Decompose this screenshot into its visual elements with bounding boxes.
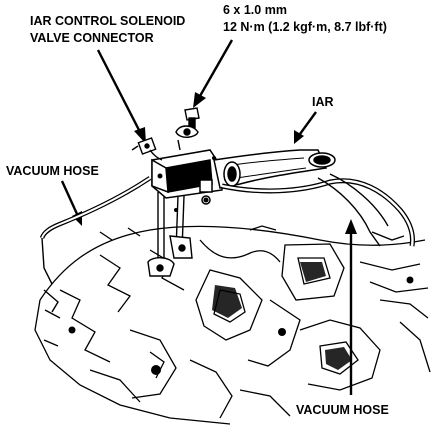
iar-valve-body xyxy=(151,149,223,205)
label-vacuum-hose-left: VACUUM HOSE xyxy=(6,164,99,178)
leader-arrows xyxy=(60,39,357,395)
label-bolt-torque: 12 N·m (1.2 kgf·m, 8.7 lbf·ft) xyxy=(223,20,387,34)
iar-bracket xyxy=(147,192,193,277)
label-vacuum-hose-bottom: VACUUM HOSE xyxy=(296,403,389,417)
iar-air-duct xyxy=(213,149,336,189)
engine-background xyxy=(34,225,431,425)
hardware-details xyxy=(157,156,216,212)
vacuum-hose-right xyxy=(221,173,415,247)
engine-shading xyxy=(68,262,414,375)
vacuum-hose-left xyxy=(39,176,152,313)
label-bolt-size: 6 x 1.0 mm xyxy=(223,3,287,17)
mounting-bolt xyxy=(175,107,200,151)
solenoid-valve-connector xyxy=(131,137,163,161)
label-solenoid-connector-line1: IAR CONTROL SOLENOID xyxy=(30,14,185,28)
label-iar: IAR xyxy=(312,95,334,109)
label-solenoid-connector-line2: VALVE CONNECTOR xyxy=(30,31,154,45)
